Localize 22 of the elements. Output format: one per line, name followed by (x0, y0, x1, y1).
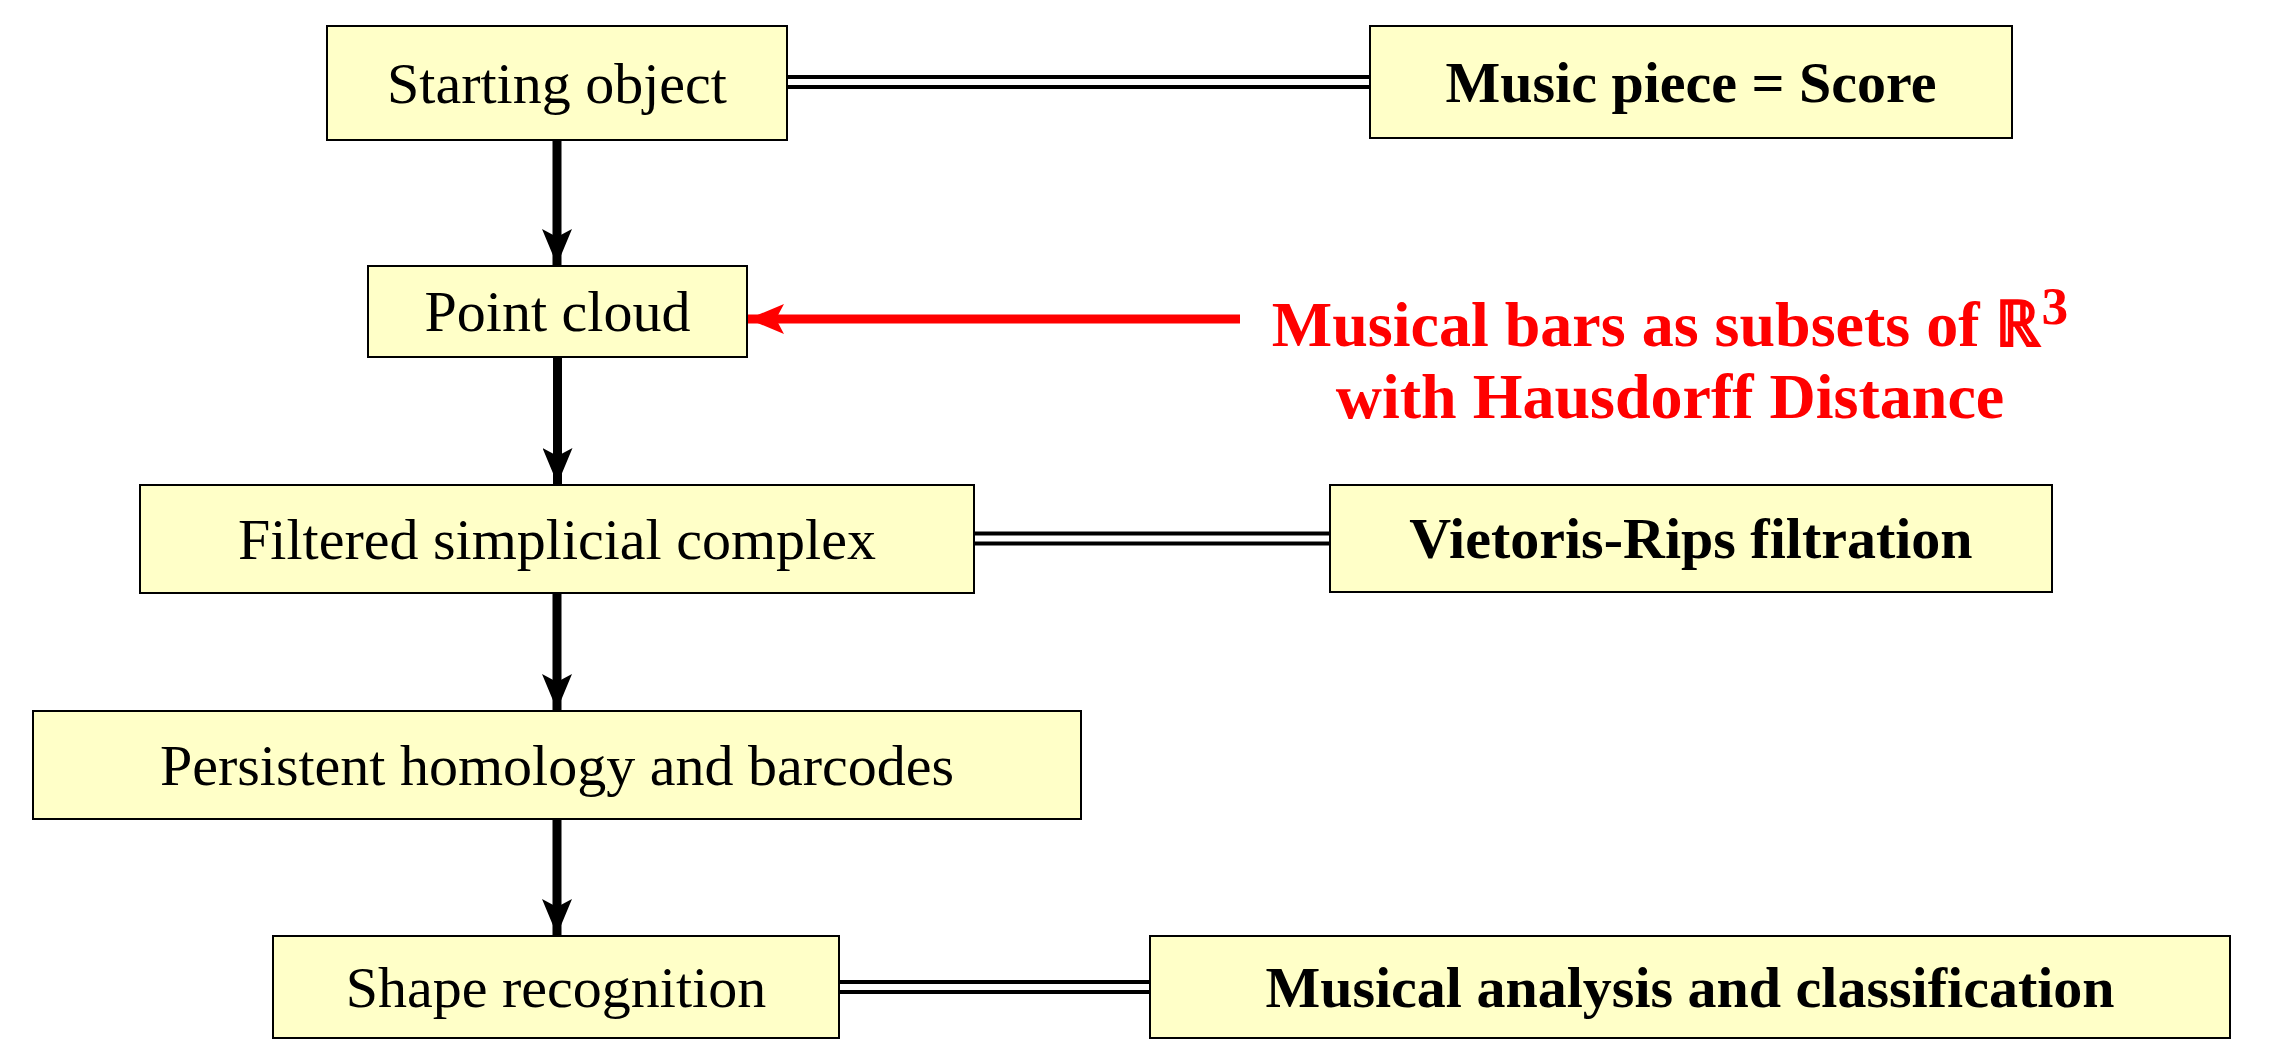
arrow (542, 141, 572, 265)
process-box (1329, 484, 2053, 593)
process-box (367, 265, 748, 358)
process-box (32, 710, 1082, 820)
process-box (326, 25, 788, 141)
arrow (542, 594, 572, 710)
box-label: Starting object (387, 49, 727, 117)
process-box (1369, 25, 2013, 139)
box-label: Musical analysis and classification (1265, 953, 2115, 1021)
arrow (542, 358, 573, 484)
process-box (272, 935, 840, 1039)
box-label: Shape recognition (345, 953, 767, 1021)
box-label: Persistent homology and barcodes (159, 731, 955, 799)
box-label: Point cloud (424, 278, 691, 345)
arrow (748, 304, 1240, 334)
process-box (1149, 935, 2231, 1039)
process-box (139, 484, 975, 594)
box-label: Vietoris-Rips filtration (1409, 505, 1973, 572)
arrow (542, 820, 572, 935)
annotation-text: Musical bars as subsets of ℝ$^{3}$ with Hausdorff Distance (1270, 277, 2070, 433)
box-label: Music piece = Score (1445, 48, 1937, 116)
box-label: Filtered simplicial complex (238, 505, 876, 573)
